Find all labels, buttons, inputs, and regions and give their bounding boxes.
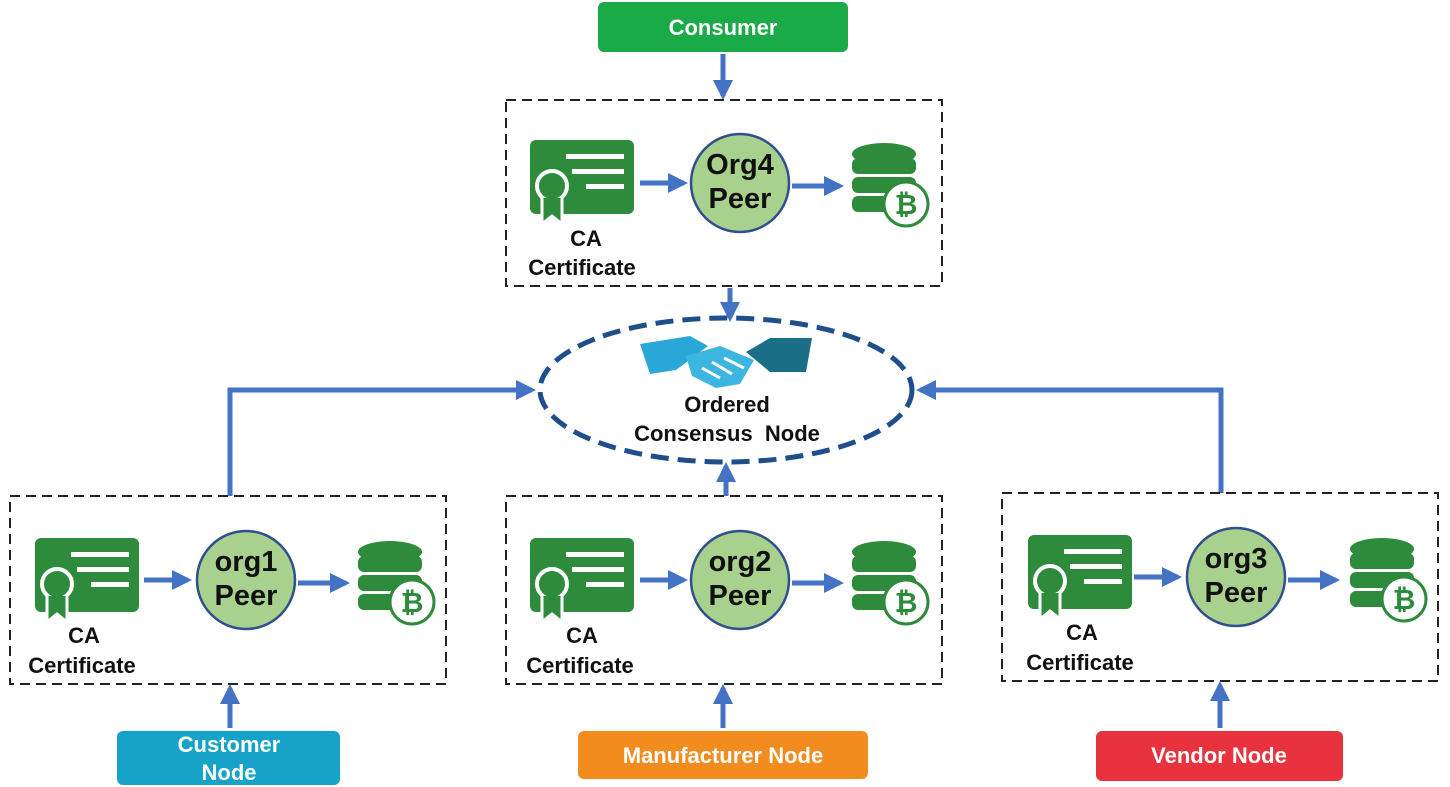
database-bitcoin-icon: [1348, 536, 1428, 623]
ca-label: Certificate: [1026, 650, 1134, 675]
org4-node-border: [505, 99, 943, 287]
peer-circle: [689, 132, 791, 234]
org1-to-consensus-arrow: [227, 380, 536, 496]
peer-label-line2: Peer: [709, 580, 772, 612]
consumer-label: Consumer: [669, 15, 778, 40]
vendor-label: Vendor Node: [1151, 743, 1287, 768]
consensus-label-line1: Ordered: [684, 392, 770, 417]
org1-node-group: CA Certificate org1 Peer: [9, 495, 447, 685]
peer-label-line2: Peer: [1205, 577, 1268, 609]
vendor-label-box: Vendor Node: [1096, 731, 1343, 781]
peer-circle: [1185, 526, 1287, 628]
org3-node-group: CA Certificate org3 Peer: [1001, 492, 1439, 682]
database-bitcoin-icon: [850, 141, 930, 228]
org3-to-consensus-arrow: [916, 380, 1224, 493]
peer-circle: [689, 529, 791, 631]
certificate-icon: [528, 536, 636, 624]
peer-circle: [195, 529, 297, 631]
peer-label-line1: Org4: [706, 149, 774, 181]
customer-label-box: Customer Node: [117, 731, 340, 785]
consensus-label-line2: Consensus Node: [634, 421, 820, 446]
org2-node-group: CA Certificate org2 Peer: [505, 495, 943, 685]
certificate-icon: [528, 138, 636, 226]
ca-label: CA: [570, 226, 602, 251]
customer-label-line2: Node: [202, 760, 257, 785]
ca-label: Certificate: [528, 255, 636, 280]
handshake-icon: [640, 336, 812, 388]
peer-label-line1: org2: [709, 546, 772, 578]
manufacturer-label-box: Manufacturer Node: [578, 731, 868, 779]
consumer-label-box: Consumer: [598, 2, 848, 52]
peer-label-line2: Peer: [215, 580, 278, 612]
ca-label: CA: [1066, 620, 1098, 645]
consensus-node: Ordered Consensus Node: [537, 315, 915, 465]
ca-label: Certificate: [526, 653, 634, 678]
manufacturer-label: Manufacturer Node: [623, 743, 823, 768]
peer-label-line1: org1: [215, 546, 278, 578]
database-bitcoin-icon: [356, 539, 436, 626]
certificate-icon: [33, 536, 141, 624]
ca-label: CA: [68, 623, 100, 648]
ca-label: Certificate: [28, 653, 136, 678]
peer-label-line2: Peer: [709, 183, 772, 215]
database-bitcoin-icon: [850, 539, 930, 626]
certificate-icon: [1026, 533, 1134, 621]
ca-label: CA: [566, 623, 598, 648]
org4-node-group: CA Certificate Org4 Peer: [505, 99, 943, 287]
peer-label-line1: org3: [1205, 543, 1268, 575]
customer-label-line1: Customer: [178, 732, 281, 757]
